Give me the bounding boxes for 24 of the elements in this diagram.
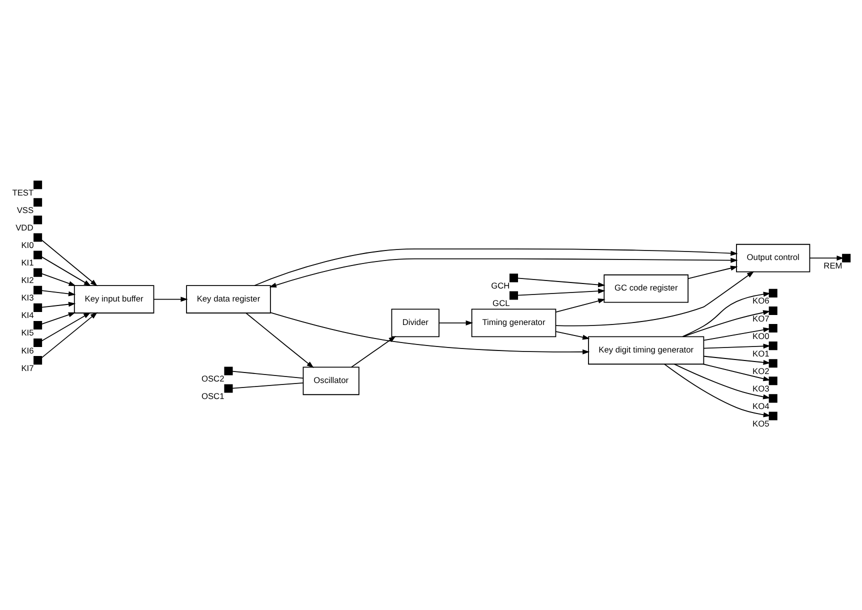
- node-label: KO7: [752, 313, 770, 324]
- node-label: KO3: [752, 383, 770, 394]
- node-label: KI0: [21, 240, 34, 250]
- node-label: OSC1: [201, 391, 224, 402]
- node-label: REM: [824, 260, 842, 271]
- node-label: KI3: [21, 292, 34, 303]
- node-label: KO0: [752, 330, 770, 341]
- node-label: KI4: [21, 310, 34, 320]
- node-label: VDD: [16, 222, 34, 232]
- node-label: KO5: [752, 418, 770, 429]
- node-label: KI7: [21, 362, 34, 373]
- node-label: KI6: [21, 345, 34, 356]
- node-label: KI1: [21, 258, 34, 268]
- node-label: TEST: [12, 187, 34, 198]
- node-label: KO4: [752, 400, 770, 411]
- node-label: GCL: [492, 298, 510, 308]
- node-label: KO1: [752, 348, 770, 358]
- node-label: KO6: [752, 296, 770, 306]
- node-label: KO2: [752, 366, 770, 376]
- node-label: GCH: [491, 280, 510, 290]
- node-label: KI5: [21, 328, 34, 338]
- node-label: VSS: [16, 204, 34, 215]
- node-label: OSC2: [201, 374, 224, 384]
- node-label: KI2: [21, 275, 34, 286]
